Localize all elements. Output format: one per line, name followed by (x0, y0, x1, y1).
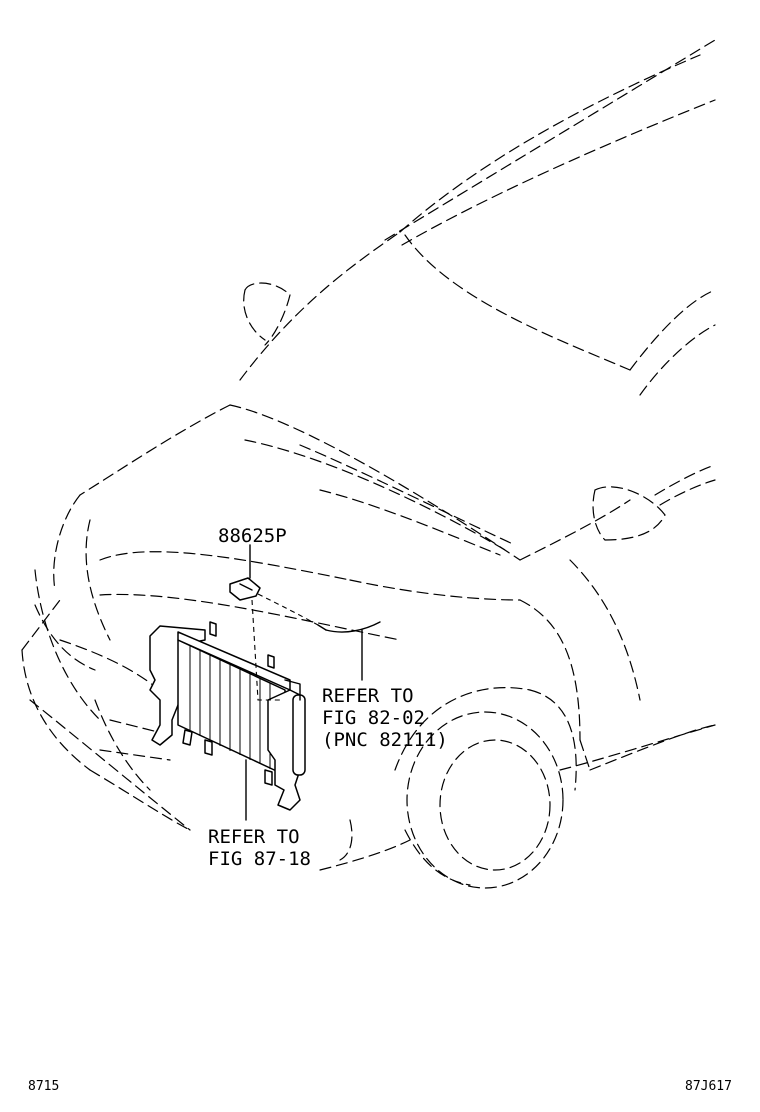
leader-lines (245, 544, 363, 821)
callout-bottom-line1: REFER TO (208, 826, 300, 848)
callout-right-line1: REFER TO (322, 685, 414, 707)
harness-line (257, 593, 319, 626)
callout-right-line2: FIG 82-02 (322, 707, 425, 729)
condenser-assembly (149, 621, 306, 811)
vehicle-outline (21, 39, 716, 889)
callout-right-line3: (PNC 82111) (322, 729, 448, 751)
callout-refer-fig-82-02: REFER TO FIG 82-02 (PNC 82111) (322, 685, 448, 751)
connector (317, 624, 327, 631)
callout-bottom-line2: FIG 87-18 (208, 848, 311, 870)
harness-wire (325, 621, 381, 633)
callout-refer-fig-87-18: REFER TO FIG 87-18 (208, 826, 311, 870)
footer-right-code: 87J617 (685, 1079, 732, 1094)
pressure-switch-part (229, 577, 261, 601)
part-number-label: 88625P (218, 525, 287, 547)
footer-left-code: 8715 (28, 1079, 59, 1094)
